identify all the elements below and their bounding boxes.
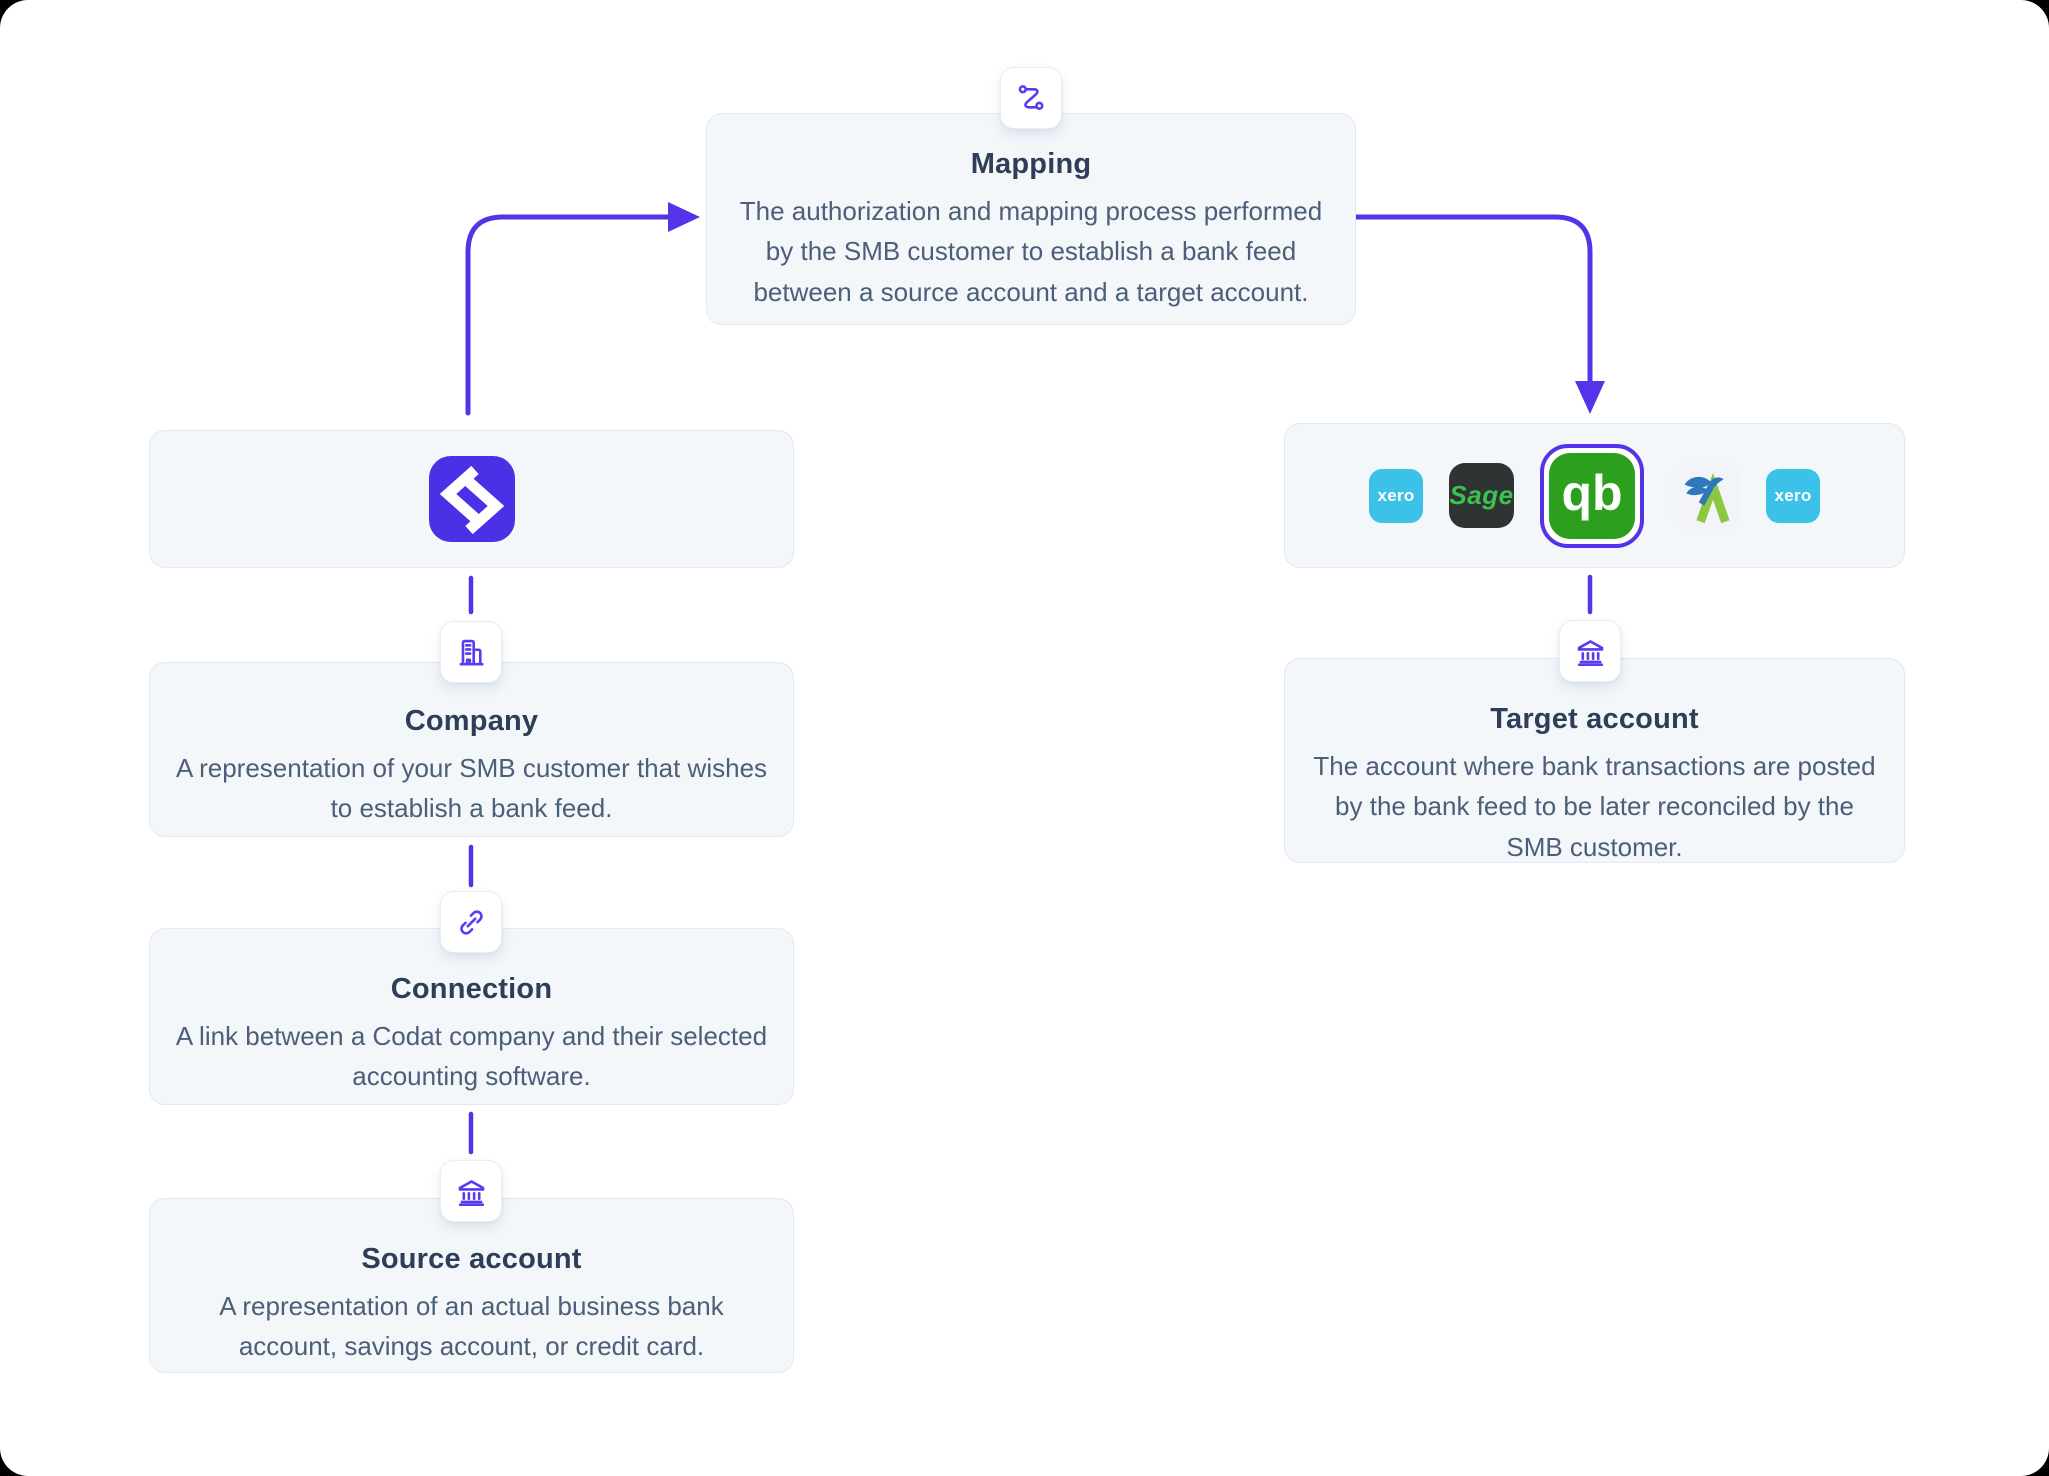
source-account-card: Source account A representation of an ac…: [149, 1198, 794, 1373]
target-account-badge: [1559, 620, 1621, 682]
platform-selected-ring: qb: [1540, 443, 1644, 548]
building-icon: [459, 639, 484, 665]
source-account-badge: [440, 1160, 502, 1222]
mapping-badge: [1000, 67, 1062, 129]
mapping-title: Mapping: [970, 148, 1092, 180]
bank-icon: [1577, 639, 1603, 666]
platform-tile-xero-2: xero: [1766, 468, 1820, 523]
codat-logo: [428, 456, 515, 542]
company-description: A representation of your SMB customer th…: [175, 753, 768, 824]
route-icon: [1018, 84, 1044, 110]
connection-card: Connection A link between a Codat compan…: [149, 928, 794, 1105]
target-account-description: The account where bank transactions are …: [1313, 751, 1876, 862]
source-account-title: Source account: [361, 1243, 582, 1275]
connection-description: A link between a Codat company and their…: [175, 1021, 768, 1092]
platform-tile-xero-1: xero: [1369, 468, 1423, 523]
arrowhead-right-icon: [668, 202, 700, 232]
freeagent-logo-icon: [1684, 472, 1730, 523]
platform-tile-freeagent: [1670, 460, 1740, 531]
platform-tile-sage: Sage: [1449, 463, 1514, 528]
target-account-title: Target account: [1490, 703, 1699, 735]
arrow-mapping-to-platforms: [1353, 214, 1593, 385]
quickbooks-logo: qb: [1561, 464, 1623, 521]
platforms-card: xero Sage qb xero: [1284, 423, 1905, 568]
company-card: Company A representation of your SMB cus…: [149, 662, 794, 837]
xero-logo: xero: [1774, 485, 1812, 505]
arrow-company-to-mapping: [465, 214, 673, 416]
mapping-description: The authorization and mapping process pe…: [739, 196, 1323, 307]
connection-title: Connection: [390, 973, 553, 1005]
codat-card: [149, 430, 794, 568]
target-account-card: Target account The account where bank tr…: [1284, 658, 1905, 863]
mapping-card: Mapping The authorization and mapping pr…: [706, 113, 1356, 325]
xero-logo: xero: [1377, 485, 1415, 505]
platform-tile-quickbooks: qb: [1549, 452, 1635, 539]
connection-badge: [440, 891, 502, 953]
source-account-description: A representation of an actual business b…: [219, 1291, 724, 1362]
link-icon: [459, 909, 483, 935]
codat-chevrons-icon: [439, 465, 504, 535]
arrowhead-down-icon: [1575, 381, 1605, 414]
company-badge: [440, 621, 502, 683]
company-title: Company: [404, 705, 539, 737]
bank-icon: [458, 1179, 484, 1206]
sage-logo: Sage: [1449, 480, 1514, 510]
